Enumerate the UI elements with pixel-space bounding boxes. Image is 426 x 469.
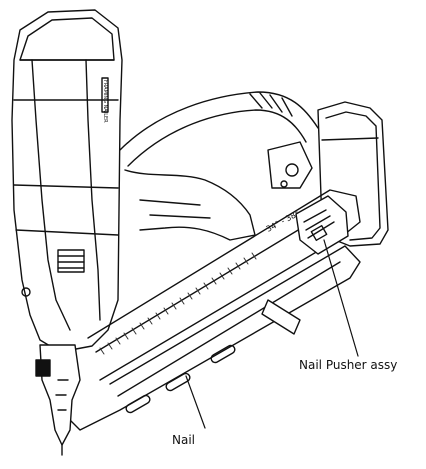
callout-label-nail: Nail: [172, 433, 195, 447]
nose-piece: [35, 344, 81, 456]
grip: [124, 141, 313, 241]
handle-loop: [119, 91, 319, 167]
leader-line-nail: [185, 375, 206, 429]
body-housing: [11, 9, 123, 353]
leader-line-pusher: [323, 239, 359, 357]
magazine: [69, 189, 361, 431]
callout-label-nail-pusher: Nail Pusher assy: [299, 358, 398, 372]
nose-mark-text: 34° - 38°: [265, 209, 301, 234]
body-brand-text: FRAMING NAILER: [102, 80, 108, 123]
nail-pusher: [295, 195, 349, 255]
